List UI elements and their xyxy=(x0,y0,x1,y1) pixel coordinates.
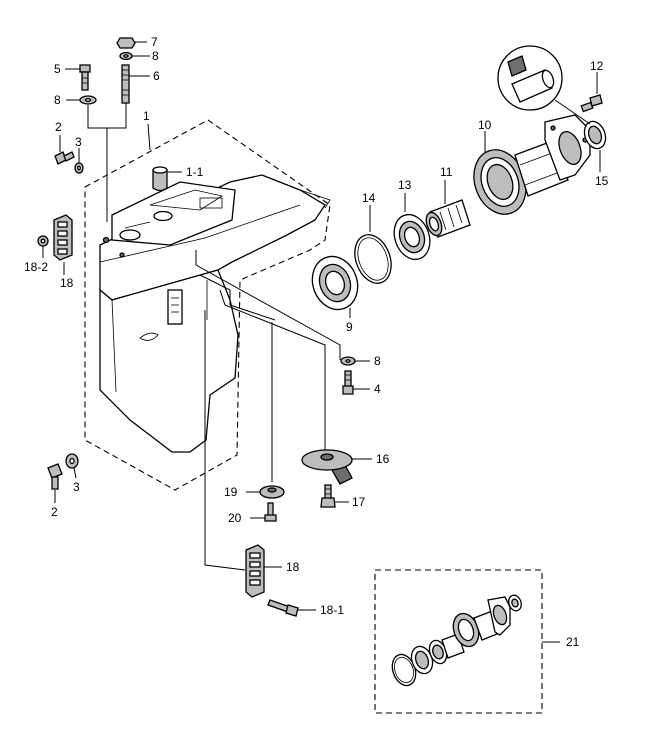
callout-18-1: 18-1 xyxy=(320,603,344,617)
washer-8-top xyxy=(119,51,150,61)
needle-bearing-11 xyxy=(425,180,471,238)
bolt-18-2 xyxy=(37,235,49,258)
bolt-17 xyxy=(320,484,349,508)
callout-8-left: 8 xyxy=(54,93,61,107)
callout-1-1: 1-1 xyxy=(186,165,204,179)
cover-18-bottom xyxy=(245,544,282,598)
callout-18-bottom: 18 xyxy=(286,560,300,574)
callout-8-top: 8 xyxy=(152,49,159,63)
callout-6: 6 xyxy=(153,69,160,83)
callout-19: 19 xyxy=(224,485,238,499)
callout-20: 20 xyxy=(228,511,242,525)
grease-icon xyxy=(497,45,591,125)
callout-5: 5 xyxy=(54,62,61,76)
screw-20 xyxy=(250,502,277,522)
nut-7 xyxy=(116,37,147,49)
callout-10: 10 xyxy=(478,118,492,132)
kit-21-dashed-outline xyxy=(374,569,543,714)
screw-12 xyxy=(580,72,603,113)
lower-casing xyxy=(99,174,331,453)
callout-1: 1 xyxy=(143,109,150,123)
callout-2-bottom: 2 xyxy=(51,505,58,519)
callout-4: 4 xyxy=(374,382,381,396)
casing-assembly-dashed-outline xyxy=(84,119,331,491)
callout-15: 15 xyxy=(595,174,609,188)
bolt-5 xyxy=(65,64,91,91)
callout-11: 11 xyxy=(440,165,453,179)
callout-12: 12 xyxy=(590,59,604,73)
bolt-4 xyxy=(342,370,370,395)
callout-9: 9 xyxy=(346,320,353,334)
anode-19 xyxy=(246,485,285,499)
washer-3-top xyxy=(74,148,84,174)
callout-8-mid: 8 xyxy=(374,354,381,368)
callout-18-2: 18-2 xyxy=(24,260,48,274)
callout-2-top: 2 xyxy=(55,120,62,134)
callout-3-top: 3 xyxy=(75,135,82,149)
dowel-pin-1-1 xyxy=(152,166,182,192)
screw-2-bottom xyxy=(47,463,63,503)
o-ring-14 xyxy=(354,205,392,284)
callout-14: 14 xyxy=(362,191,376,205)
callout-21: 21 xyxy=(566,635,580,649)
callout-17: 17 xyxy=(352,495,366,509)
stud-bolt-6 xyxy=(121,64,150,104)
oil-seal-15 xyxy=(583,120,607,172)
screw-18-1 xyxy=(267,599,316,617)
screw-2-top xyxy=(54,135,75,165)
bearing-housing-10 xyxy=(473,114,591,215)
cover-18-left xyxy=(53,214,73,275)
washer-3-bottom xyxy=(65,453,79,479)
bearing-13 xyxy=(393,193,431,261)
callout-7: 7 xyxy=(151,35,158,49)
washer-8-left xyxy=(66,95,97,105)
bearing-9 xyxy=(311,255,359,318)
washer-8-mid xyxy=(340,356,370,366)
callout-3-bottom: 3 xyxy=(73,480,80,494)
callout-13: 13 xyxy=(398,178,412,192)
callout-16: 16 xyxy=(376,452,390,466)
bearing-housing-kit-21 xyxy=(391,594,560,687)
callout-18-left: 18 xyxy=(60,276,74,290)
anode-16 xyxy=(301,449,372,485)
